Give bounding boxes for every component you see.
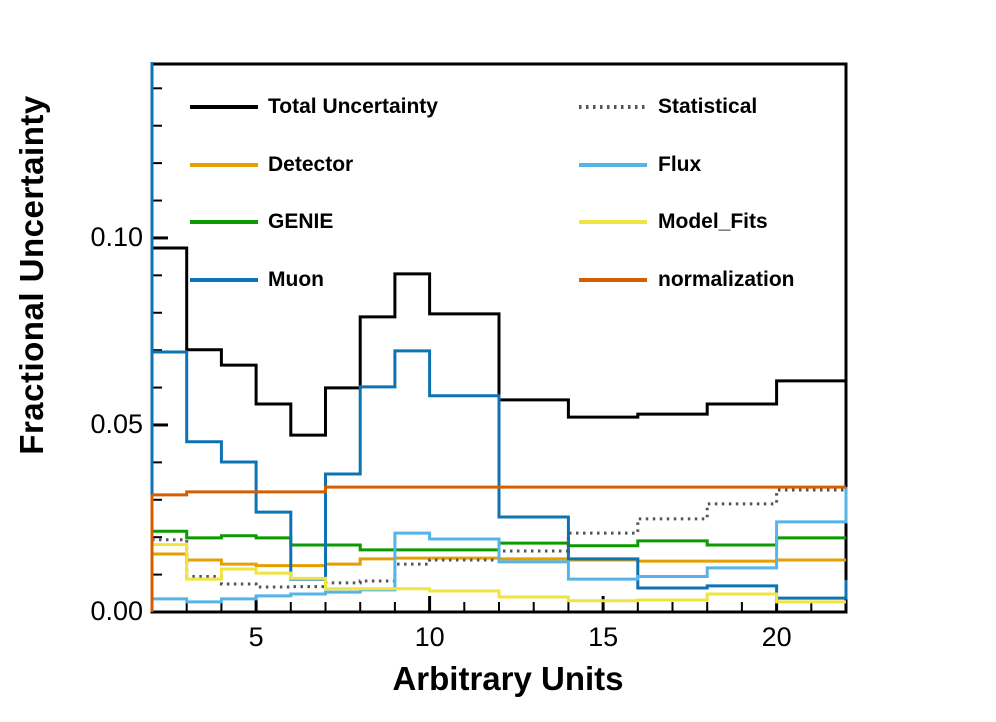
legend-label: GENIE: [268, 210, 334, 233]
legend-label: Detector: [268, 152, 354, 176]
x-axis-title: Arbitrary Units: [392, 660, 624, 697]
x-tick-label: 15: [588, 622, 619, 652]
y-axis-title: Fractional Uncertainty: [13, 95, 50, 455]
legend-label: Model_Fits: [658, 210, 768, 233]
legend-line-sample: [579, 277, 647, 282]
legend-line-sample: [190, 162, 258, 167]
legend-line-sample: [579, 220, 647, 224]
legend-label: Total Uncertainty: [268, 95, 438, 118]
x-tick-label: 5: [248, 622, 264, 652]
legend-line-sample: [579, 162, 647, 167]
legend-label: Statistical: [658, 95, 758, 118]
legend-line-sample: [190, 105, 258, 109]
y-tick-label: 0.10: [90, 221, 143, 252]
series-normalization: [150, 485, 846, 612]
legend-label: normalization: [658, 267, 795, 291]
y-tick-label: 0.05: [90, 408, 143, 439]
y-tick-label: 0.00: [90, 596, 143, 626]
legend-line-sample: [190, 277, 258, 282]
x-tick-label: 20: [761, 622, 792, 652]
x-tick-label: 10: [414, 622, 445, 652]
legend-line-sample: [190, 220, 258, 224]
legend-label: Muon: [268, 267, 324, 291]
legend-line-sample: [579, 105, 647, 109]
legend-label: Flux: [658, 152, 702, 176]
